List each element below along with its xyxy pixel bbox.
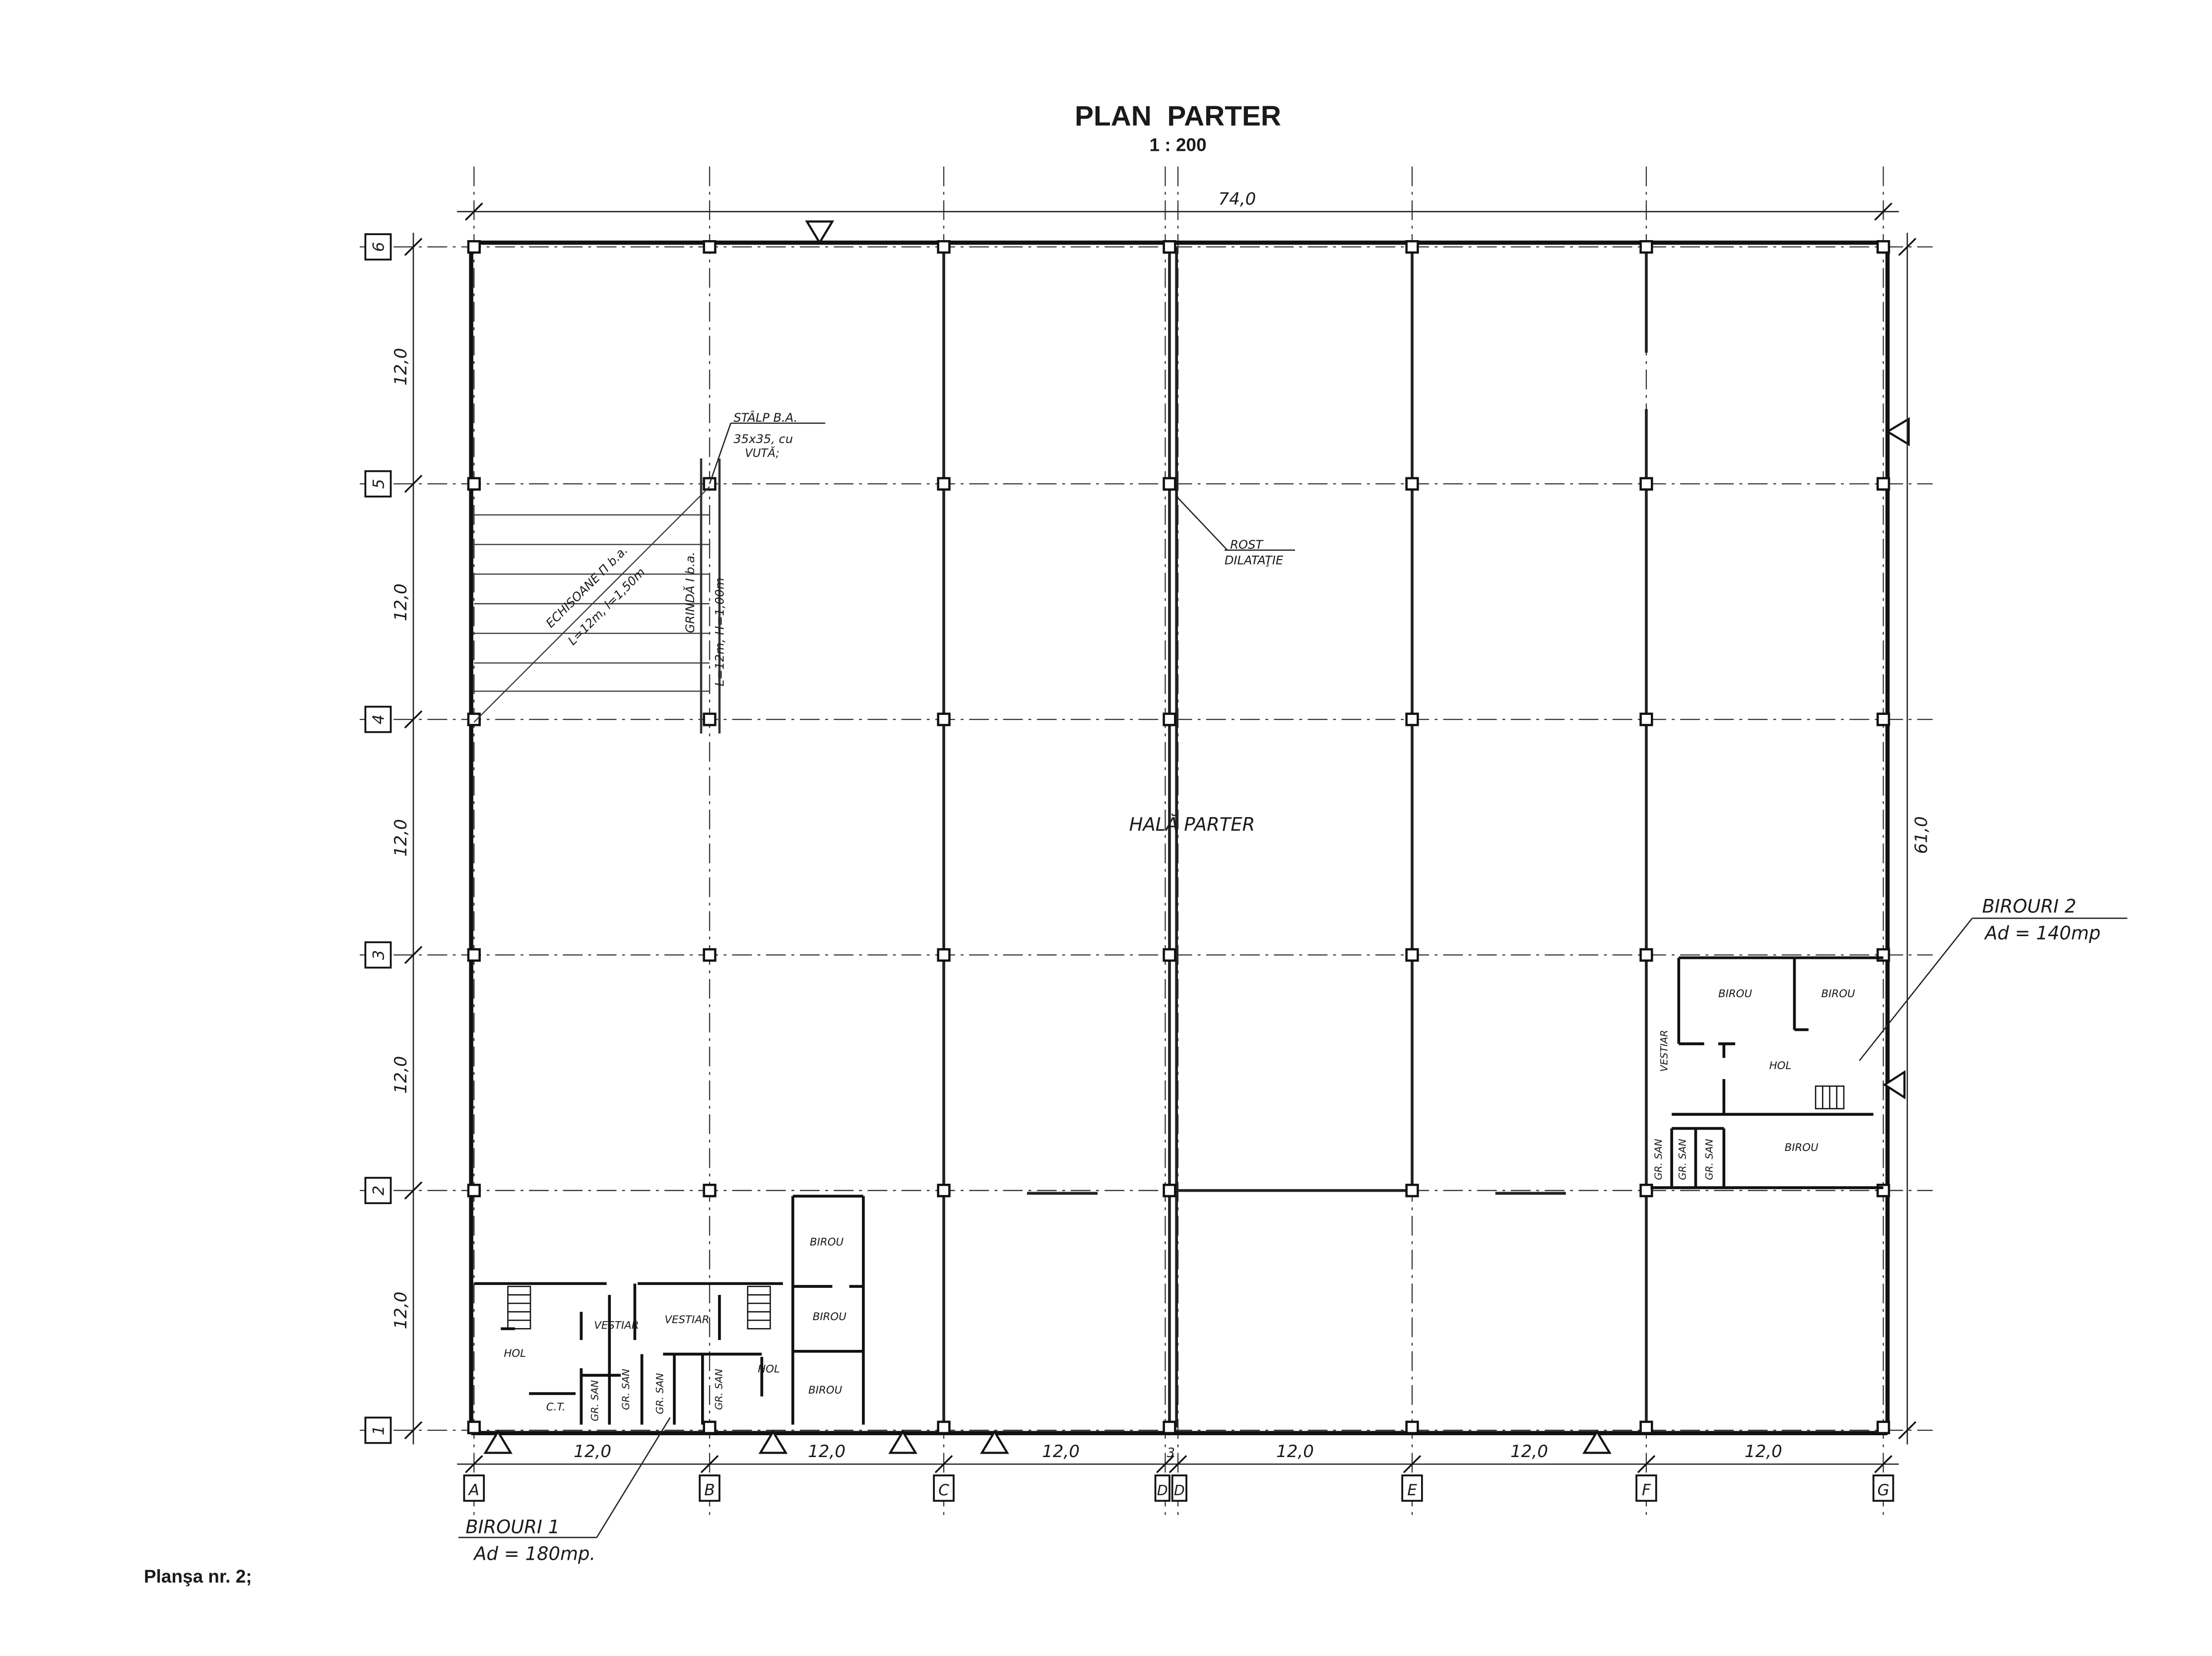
roof-panels bbox=[473, 458, 721, 734]
offices-1-label: BIROURI 1 bbox=[465, 1517, 560, 1538]
columns bbox=[467, 240, 1890, 1434]
offices-1-area: Ad = 180mp. bbox=[473, 1543, 595, 1565]
frame-lines bbox=[942, 247, 1648, 1428]
room-label: GR. SAN bbox=[589, 1380, 600, 1421]
room-label: C.T. bbox=[546, 1401, 566, 1413]
bay-y-dimension: 12,0 bbox=[391, 819, 411, 857]
beam-note-line2: L=12m, H=1,00m bbox=[713, 577, 727, 686]
room-label: BIROU bbox=[810, 1236, 844, 1249]
joint-note-line1: ROST bbox=[1230, 538, 1264, 552]
axis-label-column: G bbox=[1877, 1481, 1889, 1499]
bay-y-dimension: 12,0 bbox=[391, 583, 411, 621]
axis-label-row: 4 bbox=[370, 714, 388, 724]
joint-dimension: 3 bbox=[1167, 1446, 1175, 1461]
offices-2-label: BIROURI 2 bbox=[1982, 896, 2077, 917]
axis-label-column: A bbox=[468, 1481, 479, 1499]
axis-label-column: C bbox=[938, 1481, 949, 1499]
bay-y-dimension: 12,0 bbox=[391, 1291, 411, 1329]
bay-x-dimension: 12,0 bbox=[1276, 1442, 1314, 1462]
axis-label-row: 6 bbox=[370, 242, 388, 252]
room-label: HOL bbox=[504, 1347, 526, 1360]
axis-label-column: D bbox=[1157, 1482, 1168, 1499]
joint-note-line2: DILATAŢIE bbox=[1225, 553, 1284, 567]
bay-x-dimension: 12,0 bbox=[1042, 1442, 1080, 1462]
room-label: BIROU bbox=[1785, 1142, 1819, 1154]
bay-x-dimension: 12,0 bbox=[1745, 1442, 1782, 1462]
room-label: GR. SAN bbox=[1704, 1139, 1715, 1180]
room-label: GR. SAN bbox=[1653, 1139, 1664, 1180]
bay-x-dimension: 12,0 bbox=[574, 1442, 611, 1462]
room-label: VESTIAR bbox=[664, 1314, 709, 1326]
room-label: VESTIAR bbox=[1659, 1030, 1670, 1072]
sheet-label: Planşa nr. 2; bbox=[144, 1566, 252, 1587]
bay-y-dimension: 12,0 bbox=[391, 1056, 411, 1094]
axis-label-column: F bbox=[1642, 1481, 1651, 1499]
axis-grid bbox=[359, 166, 1933, 1517]
room-label: BIROU bbox=[813, 1311, 846, 1323]
beam-note-line1: GRINDĂ I b.a. bbox=[683, 552, 697, 633]
room-label: GR. SAN bbox=[1677, 1139, 1689, 1180]
axis-label-column: D bbox=[1174, 1482, 1185, 1499]
offices-2-stair bbox=[1815, 1085, 1845, 1110]
axis-label-row: 2 bbox=[370, 1186, 388, 1196]
axis-label-row: 5 bbox=[370, 479, 388, 489]
room-label: BIROU bbox=[1822, 988, 1855, 1000]
axis-label-column: B bbox=[704, 1481, 715, 1499]
axis-label-row: 1 bbox=[370, 1425, 388, 1435]
bay-x-dimension: 12,0 bbox=[808, 1442, 846, 1462]
overall-height: 61,0 bbox=[1912, 816, 1932, 854]
bay-x-dimension: 12,0 bbox=[1510, 1442, 1548, 1462]
room-label: HOL bbox=[758, 1363, 780, 1375]
room-label: HOL bbox=[1769, 1060, 1792, 1072]
plan-title: PLAN PARTER bbox=[1075, 101, 1281, 132]
axis-label-column: E bbox=[1407, 1481, 1417, 1499]
room-label: BIROU bbox=[808, 1384, 842, 1397]
column-note-line2: 35x35, cu bbox=[733, 432, 793, 446]
roof-panel-note-line2: L=12m, l=1,50m bbox=[565, 565, 648, 648]
offices-1-walls bbox=[474, 1195, 865, 1425]
room-label: GR. SAN bbox=[654, 1373, 665, 1414]
room-label: GR. SAN bbox=[620, 1369, 632, 1410]
column-note-line3: VUTĂ; bbox=[745, 446, 780, 460]
leader-lines bbox=[458, 422, 2128, 1538]
axis-bubbles bbox=[364, 233, 1894, 1502]
offices-1-stair bbox=[507, 1285, 771, 1330]
bay-y-dimension: 12,0 bbox=[391, 348, 411, 385]
axis-label-row: 3 bbox=[370, 950, 388, 960]
room-label: BIROU bbox=[1718, 988, 1752, 1000]
dimension-lines bbox=[412, 211, 1908, 1465]
dimension-ticks bbox=[404, 202, 1917, 1473]
hall-label: HALĂ PARTER bbox=[1129, 814, 1255, 835]
overall-width: 74,0 bbox=[1218, 189, 1256, 209]
exterior-walls bbox=[469, 240, 1890, 1435]
access-triangles bbox=[483, 220, 1910, 1454]
offices-2-area: Ad = 140mp bbox=[1984, 923, 2100, 944]
offices-2-walls bbox=[1650, 956, 1884, 1189]
column-note-line1: STÂLP B.A. bbox=[733, 410, 797, 425]
plan-scale: 1 : 200 bbox=[1149, 134, 1206, 155]
room-label: GR. SAN bbox=[714, 1369, 725, 1410]
room-label: VESTIAR bbox=[594, 1319, 639, 1332]
